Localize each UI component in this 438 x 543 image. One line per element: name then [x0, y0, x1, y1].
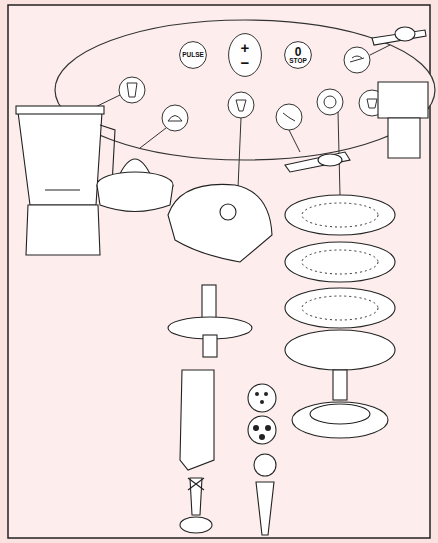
mincer-dome	[168, 184, 272, 262]
disc	[285, 330, 395, 370]
hole	[255, 392, 259, 396]
button-label: 0	[295, 46, 302, 58]
blender-icon	[127, 83, 137, 97]
whisk-icon	[350, 56, 364, 62]
grinder-plate-coarse	[248, 416, 276, 444]
leader-line	[140, 128, 166, 148]
grinder-pusher	[202, 285, 216, 320]
blade-arm	[285, 152, 350, 172]
disc-pattern	[302, 250, 378, 274]
grinder-body	[180, 370, 214, 470]
panel-button: +−	[228, 33, 262, 77]
disc-icon	[324, 96, 336, 108]
hole	[253, 425, 259, 431]
hole	[259, 434, 265, 440]
blade-button	[276, 104, 302, 130]
panel-button: PULSE	[179, 41, 207, 69]
citrus-icon	[168, 116, 182, 122]
blender-button	[119, 77, 145, 103]
disc-pattern	[302, 203, 378, 227]
blade-icon	[283, 113, 295, 121]
plate-holes	[253, 392, 271, 440]
disc-holder	[292, 402, 388, 438]
emulsifier	[372, 27, 426, 45]
chopper-bowl	[388, 118, 420, 158]
slicing-discs	[285, 195, 395, 438]
grinder-wheel	[254, 454, 276, 476]
button-label: PULSE	[182, 52, 204, 59]
chopper-icon	[367, 99, 377, 108]
grinder-cutter	[188, 478, 204, 490]
grinder-neck	[203, 335, 217, 357]
sausage-funnel	[256, 482, 274, 535]
disc	[285, 288, 395, 328]
chopper-head	[378, 82, 428, 118]
button-shape	[285, 42, 312, 69]
jug-blade	[45, 189, 80, 190]
meat-grinder	[168, 285, 276, 535]
citrus-button	[162, 105, 188, 131]
disc-spindle	[333, 370, 347, 400]
disc	[285, 242, 395, 282]
jug-body	[18, 112, 102, 205]
chopper	[378, 82, 428, 158]
mincer-button	[228, 92, 254, 118]
leader-line	[238, 118, 241, 188]
button-shape	[229, 34, 262, 77]
press-base	[97, 185, 173, 212]
disc-pattern	[302, 296, 378, 320]
hole	[264, 392, 268, 396]
citrus-press	[97, 159, 173, 212]
mincer-hole	[220, 204, 236, 220]
mincer-head	[168, 184, 272, 262]
grinder-plate-fine	[248, 384, 276, 412]
blade-hub	[318, 154, 342, 166]
control-panel	[55, 20, 435, 160]
panel-button: 0STOP	[284, 41, 312, 69]
disc-button	[317, 89, 343, 115]
disc-holder-ring	[310, 404, 370, 424]
hole	[265, 425, 271, 431]
jug-lid	[16, 106, 104, 114]
mincer-icon	[236, 100, 246, 111]
jug-base	[26, 205, 100, 255]
leader-line	[370, 45, 390, 55]
whisk-button	[344, 47, 370, 73]
hole	[260, 400, 264, 404]
disc-patterns	[302, 203, 378, 320]
button-label: −	[241, 55, 250, 70]
blade-whisk	[285, 152, 350, 172]
button-shape	[180, 42, 207, 69]
disc	[285, 195, 395, 235]
grinder-ring	[180, 517, 212, 533]
button-label: STOP	[289, 58, 307, 65]
button-label: +	[241, 40, 250, 55]
leader-line	[289, 130, 300, 152]
emulsifier-disc	[395, 27, 415, 41]
